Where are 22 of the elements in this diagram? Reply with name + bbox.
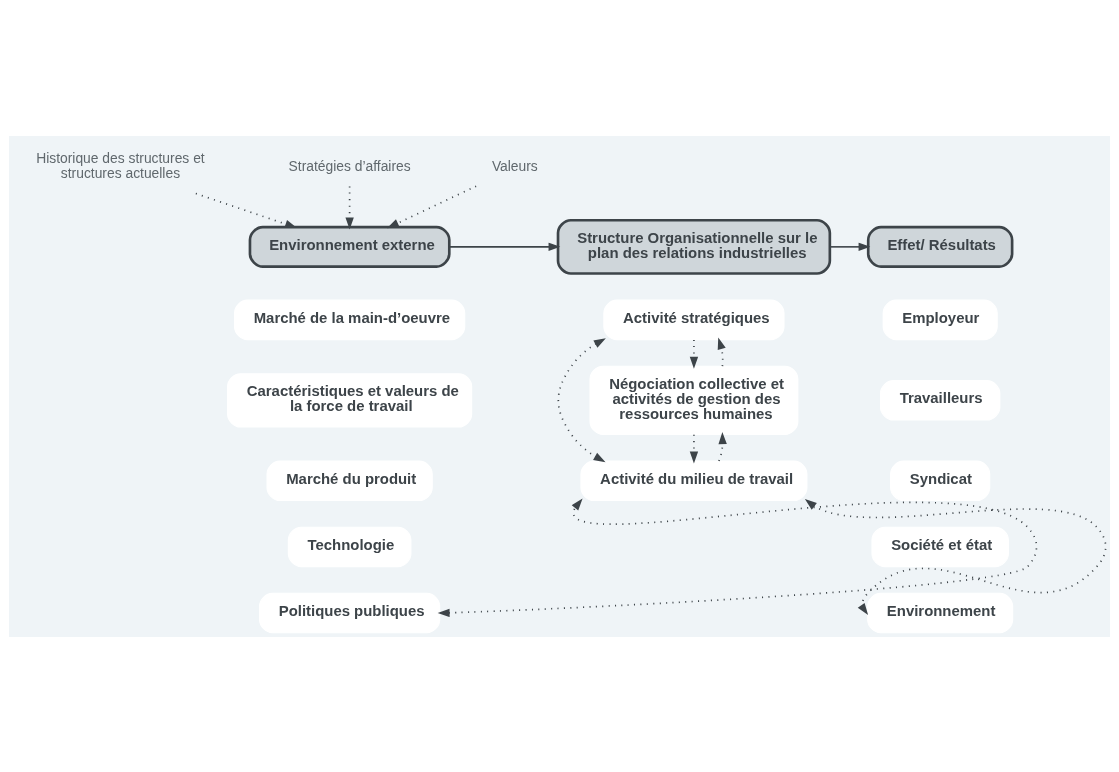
node-text: Valeurs (491, 157, 538, 174)
arrow (345, 185, 354, 230)
arrow (557, 337, 606, 462)
node-box: Environnement (867, 592, 1014, 633)
node-box: Structure Organisationnelle sur le plan des relations industrielles (556, 218, 832, 275)
arrow (829, 242, 871, 251)
node-box: Activité du milieu de travail (580, 460, 808, 501)
node-box: Société et état (871, 526, 1009, 567)
node-box: Effet/ Résultats (866, 225, 1014, 268)
arrow (194, 192, 297, 228)
arrow (386, 184, 477, 228)
arrow (804, 498, 1107, 615)
node-text: Stratégies d’affaires (288, 157, 411, 174)
node-box: Politiques publiques (259, 592, 441, 633)
node-box: Négociation collective et activités de gestion des ressources humaines (589, 365, 799, 435)
arrow (717, 336, 726, 367)
node-box: Syndicat (890, 460, 991, 501)
node-box: Environnement externe (248, 225, 451, 268)
node-box: Activité stratégiques (603, 299, 785, 340)
node-text: Historique des structures et structures actuelles (36, 149, 205, 181)
arrow (448, 242, 561, 251)
arrow (437, 498, 1038, 617)
